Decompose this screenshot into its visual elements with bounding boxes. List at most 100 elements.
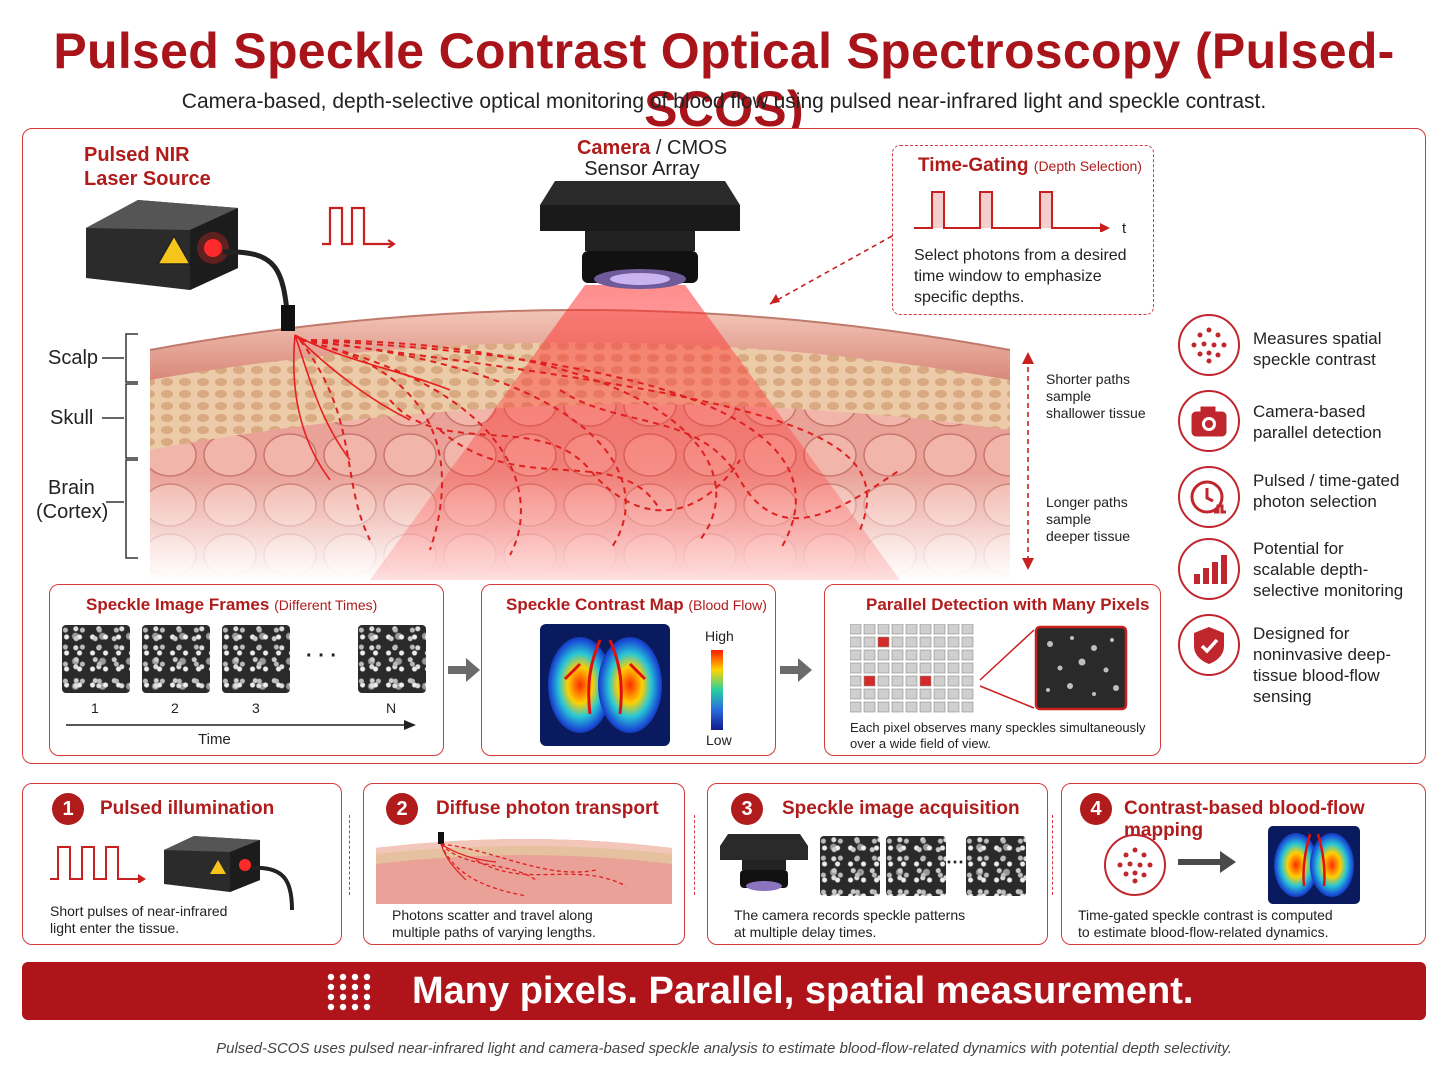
pixel-cell [947,624,960,635]
pixel-dots-icon [327,973,371,1011]
step-1-title: Pulsed illumination [100,798,275,819]
pixel-cell [891,675,904,687]
pixel-cell [961,662,974,674]
pixel-cell [877,675,890,687]
pixel-cell [891,636,904,648]
pulse-train-icon [322,206,396,248]
time-axis-caption: Time [198,731,231,748]
speckle-dots-icon [1178,314,1240,376]
pixel-cell [919,649,932,661]
pixel-cell [863,624,876,635]
step-4-number: 4 [1080,793,1112,825]
pixel-cell [905,649,918,661]
footnote: Pulsed-SCOS uses pulsed near-infrared li… [216,1040,1232,1057]
shield-check-icon [1178,614,1240,676]
pixel-cell [947,688,960,700]
pixel-grid [850,624,1128,713]
pixel-cell [877,701,890,713]
page-title: Pulsed Speckle Contrast Optical Spectros… [53,23,1395,137]
laser-label-line2: Laser Source [84,168,211,190]
layer-label-skull: Skull [50,407,94,429]
speckle-frames-title: Speckle Image Frames (Different Times) [86,595,378,614]
pixel-cell [905,701,918,713]
pixel-cell [933,624,946,635]
pixel-cell [933,688,946,700]
pixel-cell [961,688,974,700]
step-3-camera-icon [720,834,808,891]
parallel-detection-title: Parallel Detection with Many Pixels [866,595,1150,614]
time-gating-pointer [769,235,893,305]
pixel-cell [919,675,932,687]
camera-label: Camera / CMOS [576,137,728,159]
pixel-cell [961,675,974,687]
summary-banner: Many pixels. Parallel, spatial measureme… [22,962,1426,1020]
step-4-brain-map-icon [1268,826,1360,904]
gated-pulses-icon [914,191,1110,232]
step-1-pulse-icon [50,846,146,883]
pixel-cell [919,688,932,700]
time-gating-box [892,145,1154,315]
layer-label-scalp: Scalp [48,347,99,369]
step-3-number: 3 [731,793,763,825]
speckle-frame-2 [142,625,210,693]
step-separator-2 [694,815,695,895]
laser-source-icon [86,200,295,331]
pixel-cell [905,688,918,700]
pixel-cell [947,701,960,713]
pixel-cell [905,675,918,687]
pixel-cell [850,624,862,635]
pixel-cell [933,636,946,648]
pixel-cell [947,649,960,661]
pixel-cell [850,649,862,661]
pixel-cell [850,701,862,713]
pixel-cell [863,675,876,687]
pixel-cell [850,675,862,687]
pixel-cell [947,636,960,648]
pixel-cell [919,662,932,674]
camera-icon [1178,390,1240,452]
pixel-cell [877,662,890,674]
pixel-cell [961,701,974,713]
time-gating-title: Time-Gating (Depth Selection) [918,155,1142,176]
scale-low-label: Low [706,732,732,748]
bar-chart-icon [1178,538,1240,600]
pixel-cell [961,624,974,635]
step-4-arrow-icon [1178,851,1236,873]
time-axis-arrow [66,720,416,730]
time-gating-description: Select photons from a desired time windo… [914,247,1127,306]
pixel-cell [905,636,918,648]
frames-ellipsis: · · · [306,645,338,667]
pixel-cell [877,649,890,661]
scale-high-label: High [705,628,734,644]
speckle-frame-3 [222,625,290,693]
pixel-cell [961,636,974,648]
pixel-cell [919,701,932,713]
pixel-cell [933,701,946,713]
step-3-ellipsis: ⋯ [946,852,964,872]
step-3-title: Speckle image acquisition [782,798,1020,819]
pixel-cell [919,636,932,648]
speckle-frame-n [358,625,426,693]
layer-brackets [102,333,138,559]
pixel-cell [905,662,918,674]
frame-label-3: 3 [252,700,260,716]
tissue-cross-section [149,285,1011,580]
frame-label-n: N [386,700,397,716]
step-1-laser-icon [164,836,294,911]
pixel-cell [877,688,890,700]
step-3-frame-n [966,836,1026,896]
page-subtitle: Camera-based, depth-selective optical mo… [181,90,1267,113]
layer-label-cortex: (Cortex) [36,501,109,523]
step-2-tissue-icon [376,832,672,904]
frame-label-1: 1 [91,700,99,716]
pixel-cell [850,688,862,700]
